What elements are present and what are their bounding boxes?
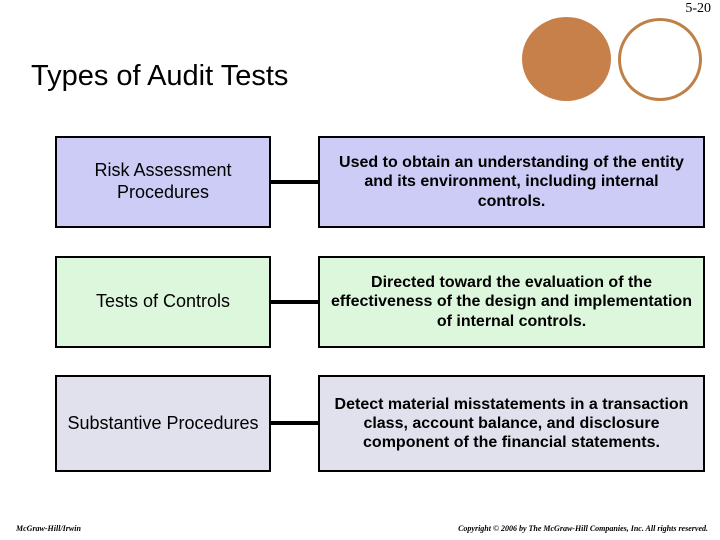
diagram-row-1-label-box: Risk Assessment Procedures xyxy=(55,136,271,228)
diagram-row-3-connector xyxy=(269,421,320,425)
page-title: Types of Audit Tests xyxy=(31,60,289,93)
diagram-row-3-description: Detect material misstatements in a trans… xyxy=(334,395,689,452)
diagram-row-1-label: Risk Assessment Procedures xyxy=(94,160,232,202)
diagram-row-2-description-box: Directed toward the evaluation of the ef… xyxy=(318,256,705,348)
diagram-row-1-description: Used to obtain an understanding of the e… xyxy=(339,154,684,210)
diagram-row-3-label: Substantive Procedures xyxy=(67,412,259,433)
diagram-row-3-label-box: Substantive Procedures xyxy=(55,375,271,472)
page-number: 5-20 xyxy=(685,1,711,16)
footer-publisher: McGraw-Hill/Irwin xyxy=(16,524,81,533)
diagram-row-3-description-box: Detect material misstatements in a trans… xyxy=(318,375,705,472)
diagram-row-1-connector xyxy=(269,180,320,184)
diagram-row-2-description: Directed toward the evaluation of the ef… xyxy=(331,274,692,330)
diagram-row-2-label: Tests of Controls xyxy=(95,291,231,312)
diagram-row-1-description-box: Used to obtain an understanding of the e… xyxy=(318,136,705,228)
diagram-row-2-connector xyxy=(269,300,320,304)
decorative-filled-circle xyxy=(522,17,611,101)
footer-copyright: Copyright © 2006 by The McGraw-Hill Comp… xyxy=(458,524,708,533)
decorative-outline-circle xyxy=(618,18,702,101)
diagram-row-2-label-box: Tests of Controls xyxy=(55,256,271,348)
